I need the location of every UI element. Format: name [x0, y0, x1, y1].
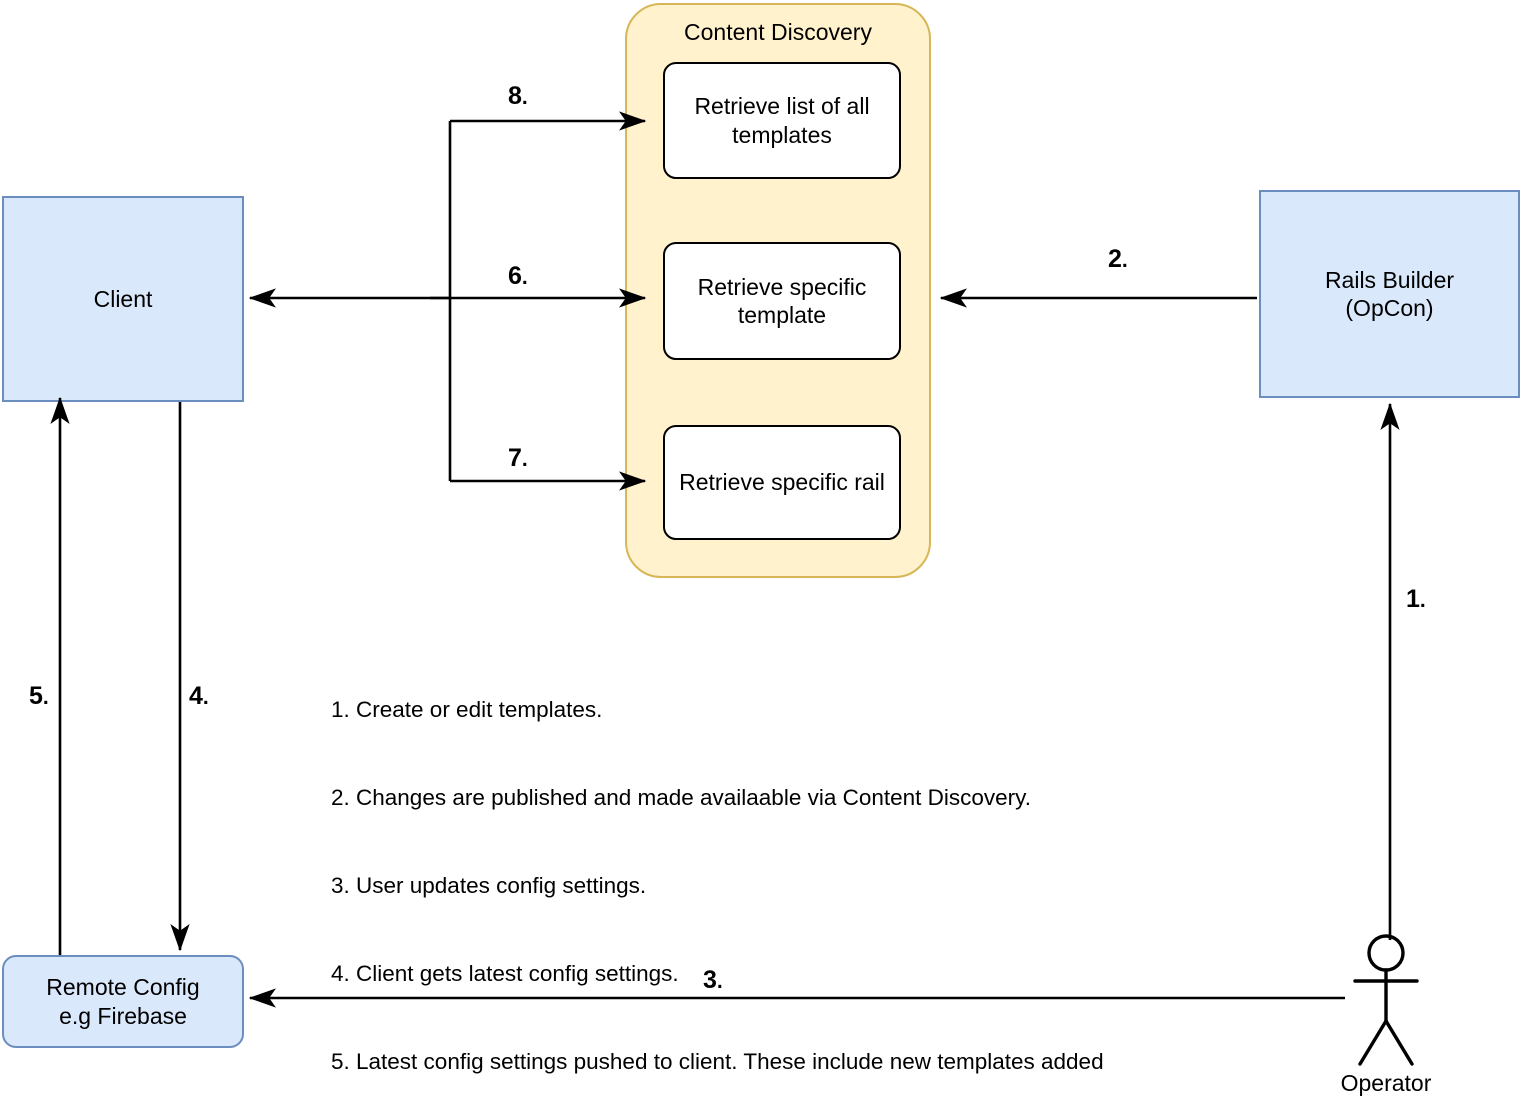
legend-line-5: 5. Latest config settings pushed to clie…	[331, 1049, 1104, 1075]
step-label-2: 2.	[1108, 245, 1128, 274]
node-rails-builder[interactable]: Rails Builder (OpCon)	[1259, 190, 1520, 398]
step-4-number: 4	[189, 682, 203, 710]
step-7-number: 7	[508, 444, 522, 472]
step-4-dot: .	[202, 686, 209, 709]
step-3-number: 3	[703, 966, 717, 994]
legend-line-1: 1. Create or edit templates.	[331, 696, 603, 722]
step-5-dot: .	[42, 686, 49, 709]
node-remote-config[interactable]: Remote Config e.g Firebase	[2, 955, 244, 1048]
step-1-dot: .	[1419, 589, 1426, 612]
process-box-retrieve-specific-rail[interactable]: Retrieve specific rail	[663, 425, 901, 540]
step-6-dot: .	[521, 266, 528, 289]
legend-list: 1. Create or edit templates. 2. Changes …	[331, 636, 1211, 1102]
step-8-dot: .	[521, 86, 528, 109]
operator-label: Operator	[1340, 1070, 1432, 1096]
step-label-4: 4.	[189, 682, 209, 711]
step-6-number: 6	[508, 262, 522, 290]
step-5-number: 5	[29, 682, 43, 710]
step-label-7: 7.	[508, 444, 528, 473]
step-2-dot: .	[1121, 249, 1128, 272]
step-2-number: 2	[1108, 245, 1122, 273]
node-client[interactable]: Client	[2, 196, 244, 402]
legend-line-4: 4. Client gets latest config settings.	[331, 960, 679, 986]
legend-line-2: 2. Changes are published and made availa…	[331, 784, 1032, 810]
process-box-retrieve-list-of-all-templates[interactable]: Retrieve list of all templates	[663, 62, 901, 179]
step-1-number: 1	[1406, 585, 1420, 613]
process-box-retrieve-specific-template[interactable]: Retrieve specific template	[663, 242, 901, 360]
step-label-8: 8.	[508, 82, 528, 111]
step-3-dot: .	[716, 970, 723, 993]
step-7-dot: .	[521, 448, 528, 471]
legend-line-3: 3. User updates config settings.	[331, 872, 647, 898]
step-8-number: 8	[508, 82, 522, 110]
content-discovery-title: Content Discovery	[684, 19, 872, 45]
operator-actor-icon	[1353, 934, 1419, 1066]
step-label-6: 6.	[508, 262, 528, 291]
step-label-1: 1.	[1406, 585, 1426, 614]
step-label-3: 3.	[703, 966, 723, 995]
step-label-5: 5.	[29, 682, 49, 711]
